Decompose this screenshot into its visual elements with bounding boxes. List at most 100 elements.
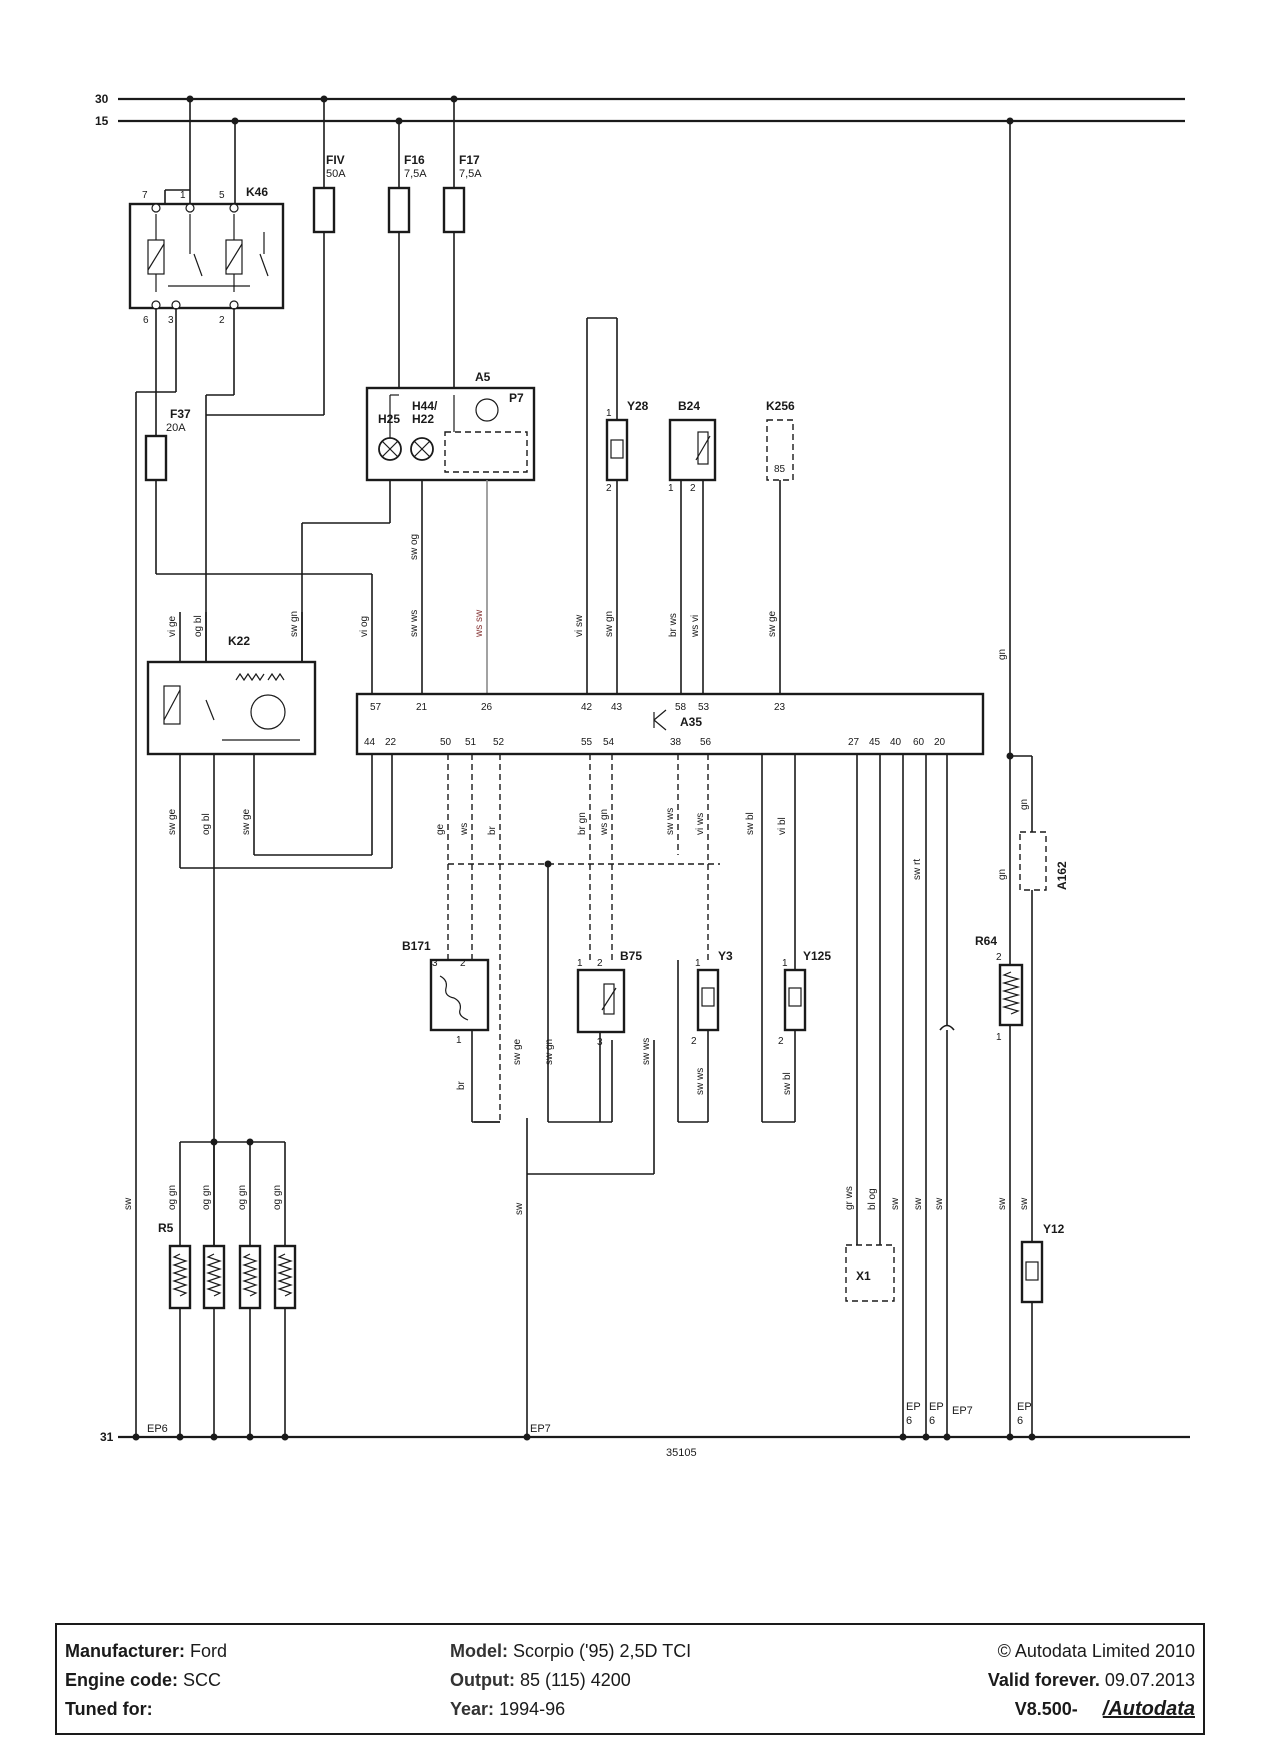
relay-k256: K256 85 sw ge bbox=[766, 399, 795, 694]
b24-pin-2: 2 bbox=[690, 483, 696, 494]
y12-label: Y12 bbox=[1043, 1222, 1065, 1236]
wire-sw-ge-k22a: sw ge bbox=[167, 808, 178, 835]
ground-6-1: 6 bbox=[906, 1415, 912, 1427]
relay-k46: 7 1 5 6 3 2 K46 bbox=[128, 99, 285, 326]
r64-pin-1: 1 bbox=[996, 1032, 1002, 1043]
ground-points: EP6 EP7 EP 6 EP 6 EP7 EP 6 bbox=[147, 1401, 1032, 1435]
rail-31-label: 31 bbox=[100, 1430, 114, 1444]
module-a5: A5 H25 H44/ H22 P7 sw og sw ws ws sw bbox=[301, 370, 536, 694]
r64-label: R64 bbox=[975, 934, 997, 948]
output-value: 85 (115) 4200 bbox=[519, 1670, 631, 1690]
title-block: Manufacturer: Ford Engine code: SCC Tune… bbox=[55, 1623, 1205, 1735]
k46-pin-2: 2 bbox=[219, 315, 225, 326]
wire-bl-og: bl og bbox=[867, 1188, 878, 1210]
wire-ws-vi: ws vi bbox=[690, 615, 701, 638]
resistor-r64: R64 2 1 bbox=[975, 934, 1024, 1043]
wire-sw-ws-b75: sw ws bbox=[641, 1038, 652, 1065]
wire-br-gn: br gn bbox=[577, 812, 588, 835]
b75-pin-1: 1 bbox=[577, 958, 583, 969]
fiv-label: FIV bbox=[326, 153, 345, 167]
valve-y125: Y125 1 2 sw bl bbox=[761, 754, 831, 1123]
a35-pin-27: 27 bbox=[848, 737, 860, 748]
wire-vi-bl: vi bl bbox=[777, 817, 788, 835]
b24-pin-1: 1 bbox=[668, 483, 674, 494]
y3-label: Y3 bbox=[718, 949, 733, 963]
f17-label: F17 bbox=[459, 153, 480, 167]
title-block-right: © Autodata Limited 2010 Valid forever. 0… bbox=[988, 1637, 1195, 1724]
wire-vi-ws: vi ws bbox=[695, 813, 706, 835]
wire-og-bl-top: og bl bbox=[193, 615, 204, 637]
wire-sw-ge-b171: sw ge bbox=[512, 1038, 523, 1065]
a162-label: A162 bbox=[1055, 861, 1069, 890]
wire-og-gn-2: og gn bbox=[201, 1185, 212, 1210]
year-key: Year: bbox=[450, 1699, 495, 1719]
k256-inner: 85 bbox=[774, 464, 786, 475]
a35-pin-23: 23 bbox=[774, 702, 786, 713]
wire-ws: ws bbox=[459, 823, 470, 836]
wire-ws-gn: ws gn bbox=[599, 809, 610, 836]
y125-pin-1: 1 bbox=[782, 958, 788, 969]
wire-ge: ge bbox=[435, 823, 446, 835]
valid-date: 09.07.2013 bbox=[1104, 1670, 1195, 1690]
a35-pin-53: 53 bbox=[698, 702, 710, 713]
a35-pin-21: 21 bbox=[416, 702, 428, 713]
manufacturer-value: Ford bbox=[190, 1641, 228, 1661]
b75-label: B75 bbox=[620, 949, 642, 963]
wire-sw-ep7: sw bbox=[514, 1202, 525, 1215]
engine-code-value: SCC bbox=[183, 1670, 222, 1690]
wire-gn-main: gn bbox=[997, 649, 1008, 660]
a35-pin-40: 40 bbox=[890, 737, 902, 748]
valve-y3: Y3 1 2 sw ws bbox=[677, 949, 733, 1123]
ground-ep6: EP6 bbox=[147, 1423, 168, 1435]
copyright: © Autodata Limited 2010 bbox=[997, 1641, 1195, 1661]
a35-pin-44: 44 bbox=[364, 737, 376, 748]
wire-br-b171: br bbox=[456, 1080, 467, 1090]
wire-vi-og: vi og bbox=[359, 616, 370, 637]
y125-label: Y125 bbox=[803, 949, 831, 963]
b171-pin-1: 1 bbox=[456, 1035, 462, 1046]
fuse-f17: F17 7,5A bbox=[442, 99, 482, 388]
ground-ep-1: EP bbox=[906, 1401, 921, 1413]
ground-ep-3: EP bbox=[1017, 1401, 1032, 1413]
a35-pin-51: 51 bbox=[465, 737, 477, 748]
k46-pin-1: 1 bbox=[180, 190, 186, 201]
a35-label: A35 bbox=[680, 715, 702, 729]
f17-value: 7,5A bbox=[459, 168, 482, 180]
k46-label: K46 bbox=[246, 185, 268, 199]
y3-pin-2: 2 bbox=[691, 1036, 697, 1047]
connector-x1: X1 bbox=[845, 1244, 895, 1302]
wire-og-gn-3: og gn bbox=[237, 1185, 248, 1210]
model-key: Model: bbox=[450, 1641, 508, 1661]
wire-sw-gn-k22: sw gn bbox=[289, 611, 300, 637]
a35-pin-43: 43 bbox=[611, 702, 623, 713]
wire-ws-sw: ws sw bbox=[474, 609, 485, 638]
a35-pin-58: 58 bbox=[675, 702, 687, 713]
h22-label: H22 bbox=[412, 412, 434, 426]
wire-sw-60: sw bbox=[913, 1197, 924, 1210]
a35-pin-52: 52 bbox=[493, 737, 505, 748]
manufacturer-key: Manufacturer: bbox=[65, 1641, 186, 1661]
model-value: Scorpio ('95) 2,5D TCI bbox=[513, 1641, 692, 1661]
a35-pin-22: 22 bbox=[385, 737, 397, 748]
version: V8.500- bbox=[1014, 1699, 1078, 1719]
f16-label: F16 bbox=[404, 153, 425, 167]
wire-sw-ws-y3: sw ws bbox=[695, 1068, 706, 1095]
a35-pin-57: 57 bbox=[370, 702, 382, 713]
fuse-fiv: FIV 50A bbox=[312, 99, 346, 415]
y3-pin-1: 1 bbox=[695, 958, 701, 969]
ground-ep7-b: EP7 bbox=[952, 1405, 973, 1417]
wire-sw-ge-k256: sw ge bbox=[767, 610, 778, 637]
wire-sw-gn-b75: sw gn bbox=[544, 1039, 555, 1065]
wire-sw-ws-a35-21: sw ws bbox=[409, 610, 420, 637]
wire-sw-ge-k22b: sw ge bbox=[241, 808, 252, 835]
x1-label: X1 bbox=[856, 1269, 871, 1283]
year-value: 1994-96 bbox=[499, 1699, 566, 1719]
wire-sw-y12: sw bbox=[1019, 1197, 1030, 1210]
sensor-b75: B75 1 2 3 bbox=[576, 949, 642, 1122]
a5-label: A5 bbox=[475, 370, 491, 384]
diagram-number: 35105 bbox=[666, 1447, 697, 1459]
a35-pin-42: 42 bbox=[581, 702, 593, 713]
f37-value: 20A bbox=[166, 422, 186, 434]
ground-ep-2: EP bbox=[929, 1401, 944, 1413]
